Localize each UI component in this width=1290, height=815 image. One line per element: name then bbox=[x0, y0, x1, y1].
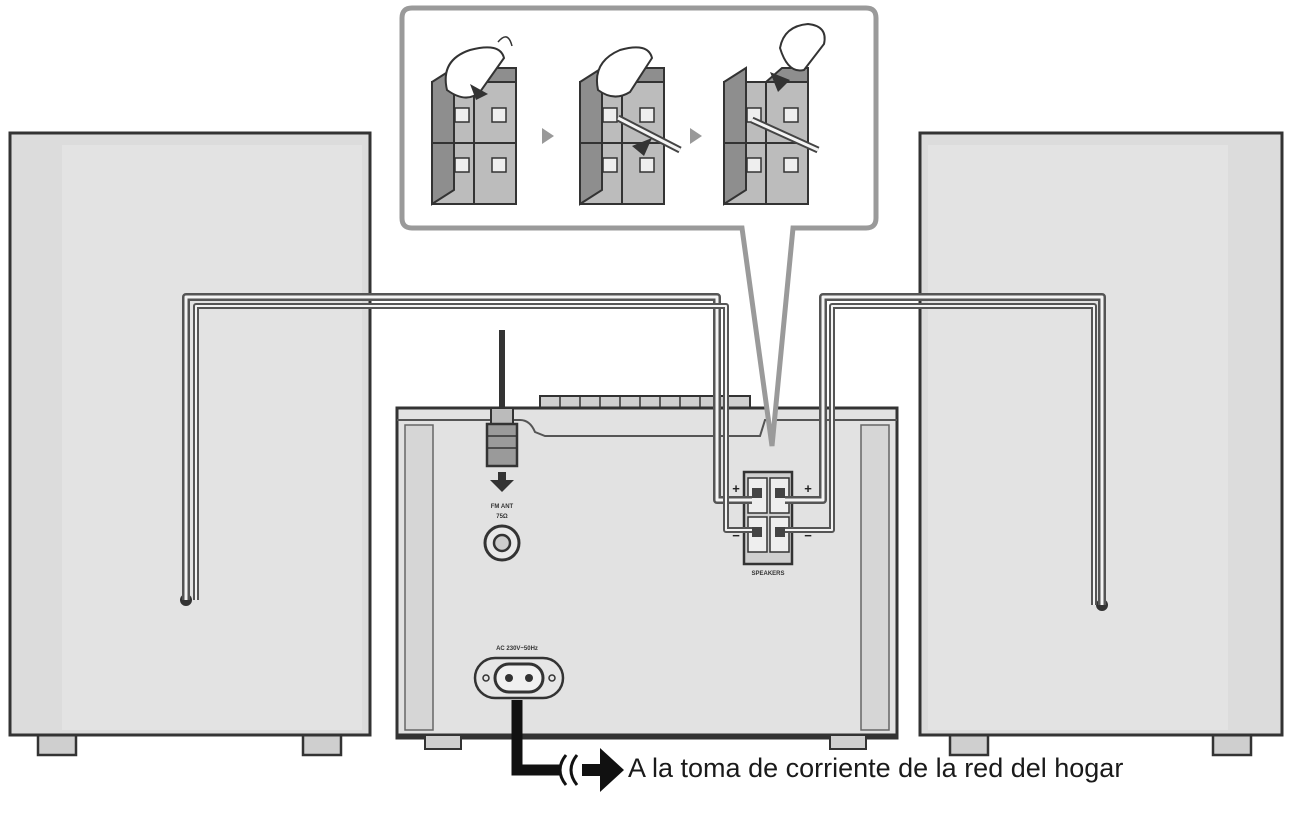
terminal-plus-right: + bbox=[804, 481, 812, 496]
ac-inlet bbox=[473, 656, 565, 700]
ac-input-label: AC 230V~50Hz bbox=[496, 646, 538, 652]
speaker-terminal-block bbox=[742, 470, 794, 566]
speakers-label: SPEAKERS bbox=[751, 571, 784, 577]
fm-ohm-label: 75Ω bbox=[496, 514, 508, 520]
step-arrow-2-icon bbox=[690, 128, 702, 144]
step-3-release-lever bbox=[723, 22, 826, 206]
left-speaker bbox=[8, 131, 372, 757]
fm-antenna-jack bbox=[483, 524, 521, 562]
terminal-minus-left: − bbox=[732, 528, 740, 543]
terminal-plus-left: + bbox=[732, 481, 740, 496]
right-speaker-cable bbox=[785, 293, 1106, 605]
plug-down-arrow-icon bbox=[490, 472, 514, 492]
power-destination-label: A la toma de corriente de la red del hog… bbox=[628, 753, 1124, 783]
arrow-right-icon bbox=[582, 748, 624, 792]
terminal-minus-right: − bbox=[804, 528, 812, 543]
terminal-callout bbox=[399, 5, 879, 447]
step-arrow-1-icon bbox=[542, 128, 554, 144]
fm-antenna-plug bbox=[485, 330, 519, 492]
power-cord bbox=[511, 700, 624, 792]
step-1-press-lever bbox=[431, 36, 517, 206]
step-2-insert-wire bbox=[579, 46, 682, 206]
finger-press-icon bbox=[444, 36, 513, 100]
fm-ant-label: FM ANT bbox=[491, 504, 514, 510]
left-speaker-cable bbox=[182, 293, 752, 600]
wire-insert-icon bbox=[616, 114, 682, 156]
